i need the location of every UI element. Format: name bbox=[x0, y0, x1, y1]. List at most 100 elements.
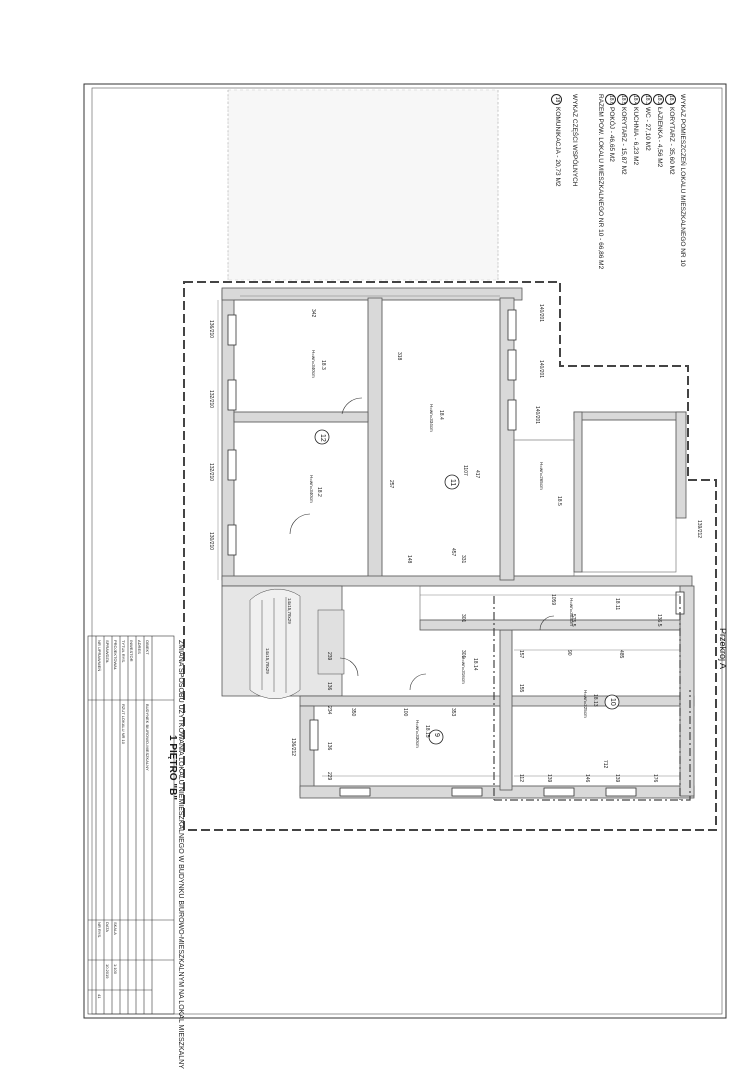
dimension: 1107 bbox=[462, 465, 468, 476]
window-dim: 140/201 bbox=[534, 406, 540, 425]
tb-row: PROJEKTOWAŁ bbox=[113, 640, 118, 671]
room-code: 18.13 bbox=[592, 694, 598, 707]
dimension: 229 bbox=[326, 772, 332, 781]
room-height: H=wn=325cm bbox=[583, 690, 588, 718]
room-height: H=wn=340cm bbox=[309, 475, 314, 503]
legend-item: 18KOMUNIKACJA - 20,73 M2 bbox=[551, 94, 562, 186]
room-number: 10 bbox=[609, 698, 616, 706]
tb-row: TYTUŁ RYS. bbox=[121, 640, 126, 664]
dimension: 139 bbox=[546, 774, 552, 783]
dimension: 176 bbox=[652, 774, 658, 783]
room-number: 9 bbox=[433, 733, 440, 737]
dimension: 112 bbox=[518, 774, 524, 782]
windows bbox=[227, 309, 685, 797]
legend-item-text: ŁAZIENKA - 4,56 M2 bbox=[656, 107, 663, 168]
room-12 bbox=[233, 421, 369, 577]
legend-item: 18.6POKÓJ - 46,65 M2 bbox=[605, 94, 616, 162]
tb-row: SKALA bbox=[113, 922, 118, 935]
window-dim: 139/212 bbox=[696, 520, 702, 539]
title-block-grid bbox=[87, 635, 175, 1015]
room-10 bbox=[511, 629, 681, 787]
room-code: 18.3 bbox=[320, 360, 326, 370]
tb-row: ADRES bbox=[137, 640, 142, 654]
room-number: 11 bbox=[449, 479, 456, 487]
room-code: 18.11 bbox=[614, 598, 620, 611]
dimension: 301 bbox=[460, 614, 466, 623]
lokal-boundary bbox=[494, 690, 691, 801]
dimension: 239 bbox=[326, 652, 332, 661]
room-code: 18.5 bbox=[556, 496, 562, 506]
tb-value: BUDYNEK BIUROWO-MIESZKALNY bbox=[145, 704, 150, 771]
dimension: 575.5 bbox=[570, 614, 576, 627]
room-18-5 bbox=[513, 439, 575, 577]
legend-item-number: 18.4 bbox=[629, 94, 640, 105]
legend-item-number: 18.3 bbox=[641, 94, 652, 105]
dimension: 318 bbox=[396, 352, 402, 361]
tb-row: NR UPRAWNIEŃ bbox=[97, 640, 102, 672]
section-label: Przekrój A bbox=[718, 628, 728, 670]
window-dim: 136/210 bbox=[208, 320, 214, 339]
floor-plan-drawing bbox=[83, 83, 727, 1019]
sheet-border-inner bbox=[91, 87, 723, 1015]
tb-row: SPRAWDZIŁ bbox=[105, 640, 110, 664]
dimension: 457 bbox=[450, 548, 456, 557]
legend-item-number: 18.2 bbox=[653, 94, 664, 105]
legend-item-text: KUCHNIA - 6,23 M2 bbox=[632, 107, 639, 166]
sheet-description: ZMIANA SPOSOBU UŻYTKOWANIA LOKALU NIEMIE… bbox=[177, 640, 184, 1069]
walls bbox=[221, 287, 695, 799]
doors bbox=[289, 397, 555, 691]
dimension: 139 bbox=[614, 774, 620, 783]
dimension: 417 bbox=[474, 470, 480, 479]
window-dim: 136/212 bbox=[290, 738, 296, 757]
legend-item: 18.1KORYTARZ - 35,60 M2 bbox=[665, 94, 676, 175]
legend-total: RAZEM POW. LOKALU MIESZKALNEGO NR 10 - 6… bbox=[597, 94, 604, 270]
window-dim: 140/201 bbox=[538, 304, 544, 323]
room-9 bbox=[313, 705, 501, 787]
legend-item: 18.5KORYTARZ - 15,87 M2 bbox=[617, 94, 628, 175]
legend-item-text: POKÓJ - 46,65 M2 bbox=[608, 107, 615, 162]
dimension: 155 bbox=[518, 684, 524, 693]
dimension: 100 bbox=[402, 708, 408, 717]
dimension: 301 bbox=[460, 650, 466, 659]
legend-item: 18.2ŁAZIENKA - 4,56 M2 bbox=[653, 94, 664, 167]
dimension: 136.5 bbox=[656, 614, 662, 627]
dimension-lines bbox=[217, 295, 680, 777]
dimension: 136 bbox=[326, 682, 332, 691]
window-dim: 140/201 bbox=[538, 360, 544, 379]
dimension: 712 bbox=[602, 760, 608, 769]
room-code: 18.14 bbox=[472, 658, 478, 671]
room-code: 18.2 bbox=[316, 487, 322, 497]
legend-item-text: WC - 27,10 M2 bbox=[644, 107, 651, 151]
legend-item: 18.4KUCHNIA - 6,23 M2 bbox=[629, 94, 640, 165]
dimension: 157 bbox=[518, 650, 524, 659]
dimension: 146 bbox=[584, 774, 590, 783]
stair-dim: 14x15,78x29 bbox=[287, 598, 292, 624]
legend-item-text: KOMUNIKACJA - 20,73 M2 bbox=[554, 107, 561, 187]
window-dim: 130/210 bbox=[208, 532, 214, 551]
room-height: H=wn=330cm bbox=[415, 720, 420, 748]
legend-item-number: 18.6 bbox=[605, 94, 616, 105]
dimension: 234 bbox=[326, 706, 332, 715]
tb-row: OBIEKT bbox=[145, 640, 150, 655]
stair-dim: 14x15,78x29 bbox=[265, 648, 270, 674]
bath-block bbox=[581, 419, 677, 573]
tb-value: 10.2019 bbox=[105, 964, 110, 979]
legend-item-text: KORYTARZ - 15,87 M2 bbox=[620, 107, 627, 175]
tb-row: DATA bbox=[105, 922, 110, 933]
tb-value: 41 bbox=[97, 994, 102, 999]
legend-item-number: 18 bbox=[551, 94, 562, 105]
dimension: 257 bbox=[388, 480, 394, 489]
dimension: 342 bbox=[310, 309, 316, 318]
tb-row: NR RYS. bbox=[97, 922, 102, 939]
room-height: H=wn=265cm bbox=[539, 462, 544, 490]
tb-value: 1:100 bbox=[113, 964, 118, 975]
room-number: 12 bbox=[319, 434, 326, 442]
dimension: 350 bbox=[350, 708, 356, 717]
staircase bbox=[249, 588, 345, 699]
legend-common-heading: WYKAZ CZĘŚCI WSPÓLNYCH bbox=[571, 94, 578, 187]
window-dim: 132/210 bbox=[208, 463, 214, 482]
legend-item-number: 18.5 bbox=[617, 94, 628, 105]
window-dim: 132/210 bbox=[208, 390, 214, 409]
room-height: H=wn=316cm bbox=[461, 656, 466, 684]
room-markers bbox=[314, 429, 620, 745]
